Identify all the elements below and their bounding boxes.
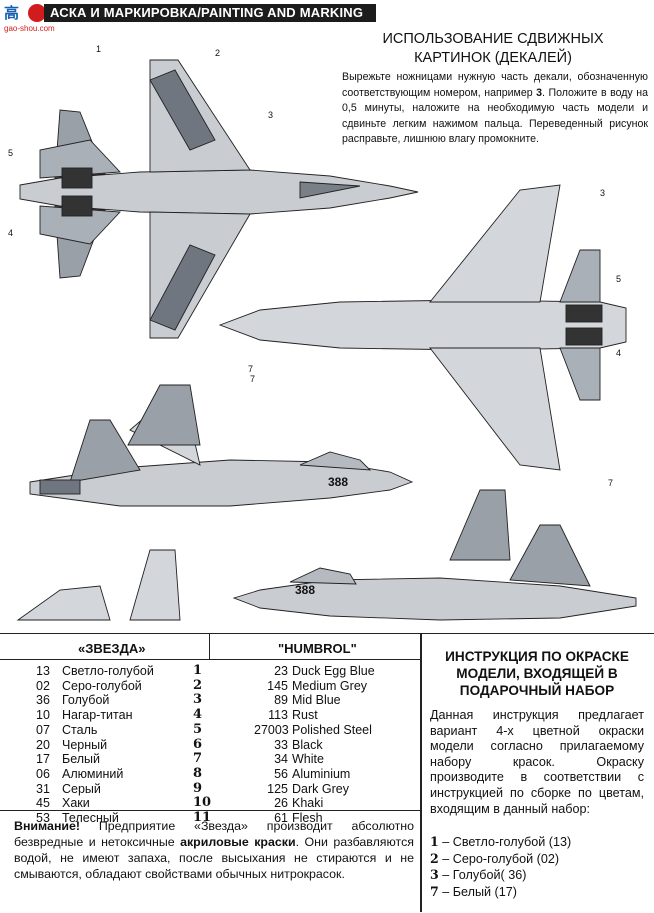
decal-title-line2: КАРТИНОК (ДЕКАЛЕЙ) <box>414 50 572 66</box>
decal-text-part1: Вырежьте ножницами нужную часть декали, … <box>342 71 648 99</box>
table-header-humbrol: "HUMBROL" <box>278 641 357 656</box>
table-header-divider <box>209 633 211 659</box>
warning-label: Внимание! <box>14 819 81 833</box>
list-item: 1 – Светло-голубой (13) <box>430 834 572 849</box>
svg-text:4: 4 <box>8 228 13 238</box>
instruction-title: ИНСТРУКЦИЯ ПО ОКРАСКЕ МОДЕЛИ, ВХОДЯЩЕЙ В… <box>445 649 629 698</box>
list-item: 3 – Голубой( 36) <box>430 867 527 883</box>
decal-title-line1: ИСПОЛЬЗОВАНИЕ СДВИЖНЫХ <box>382 31 604 47</box>
warning-divider <box>0 810 420 812</box>
svg-text:7: 7 <box>250 374 255 384</box>
decal-instructions: Вырежьте ножницами нужную часть декали, … <box>342 70 648 148</box>
svg-text:3: 3 <box>600 188 605 198</box>
logo-circle-icon <box>28 4 46 22</box>
logo-char-left: 高 <box>4 5 20 22</box>
logo-url: gao-shou.com <box>4 24 55 33</box>
svg-text:1: 1 <box>96 44 101 54</box>
side-number-388: 388 <box>328 475 348 489</box>
side-view2-aircraft <box>232 524 637 621</box>
side-view-aircraft <box>29 399 414 507</box>
svg-text:2: 2 <box>215 48 220 58</box>
svg-text:4: 4 <box>616 348 621 358</box>
instruction-list: 1 – Светло-голубой (13) 2 – Серо-голубой… <box>430 834 644 900</box>
warning-text: Внимание! Предприятие «Звезда» производи… <box>14 819 414 881</box>
bottom-view-aircraft <box>218 184 627 471</box>
tail-detail-left <box>16 549 181 621</box>
warning-bold: акриловые краски <box>180 835 296 849</box>
decal-text-bold: 3 <box>536 86 543 99</box>
svg-text:7: 7 <box>608 478 613 488</box>
table-header-line <box>0 659 420 661</box>
table-header-zvezda: «ЗВЕЗДА» <box>78 641 146 656</box>
list-item: 7 – Белый (17) <box>430 883 517 899</box>
svg-text:5: 5 <box>616 274 621 284</box>
svg-text:5: 5 <box>8 148 13 158</box>
decal-title: ИСПОЛЬЗОВАНИЕ СДВИЖНЫХ КАРТИНОК (ДЕКАЛЕЙ… <box>340 30 646 68</box>
instruction-text: Данная инструкция предлагает вариант 4-х… <box>430 708 644 816</box>
svg-text:7: 7 <box>248 364 253 374</box>
svg-text:3: 3 <box>268 110 273 120</box>
top-view-aircraft <box>19 59 419 339</box>
section-header: АСКА И МАРКИРОВКА/PAINTING AND MARKING <box>44 4 376 22</box>
bottom-divider <box>420 633 422 912</box>
list-item: 2 – Серо-голубой (02) <box>430 850 560 866</box>
tail-detail-right <box>127 384 511 561</box>
side2-number-388: 388 <box>295 583 315 597</box>
decal-text-part2: . Положите в воду на 0,5 минуты, наложит… <box>342 86 648 146</box>
bottom-panel <box>0 633 654 913</box>
